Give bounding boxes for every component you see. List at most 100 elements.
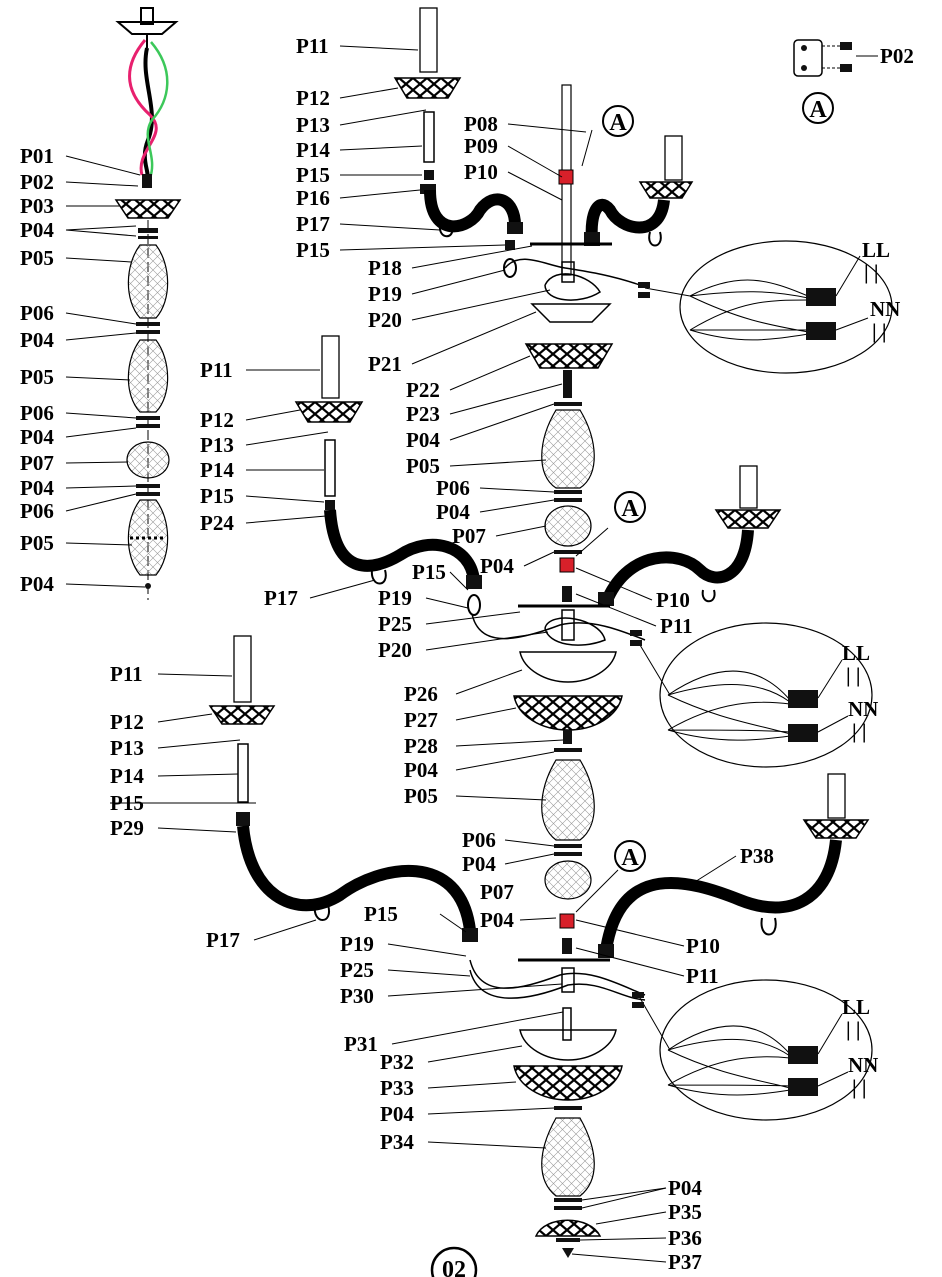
part-label: P14 [296,138,330,162]
part-label: P13 [200,433,234,457]
part-label: P16 [296,186,330,210]
page-number-label: 02 [442,1257,466,1277]
part-label: P01 [20,144,54,168]
bottom-tier-center [469,913,646,1258]
part-label: P11 [110,662,143,686]
part-label: P26 [404,682,438,706]
part-label: P34 [380,1130,414,1154]
part-label: P06 [20,301,54,325]
part-label: P06 [20,499,54,523]
part-label: P15 [364,902,398,926]
part-label: P04 [380,1102,414,1126]
middle-wire-detail [630,622,873,768]
part-label: P04 [404,758,438,782]
part-label: P04 [20,572,54,596]
part-label: P10 [686,934,720,958]
part-label: P23 [406,402,440,426]
top-tier-arms [393,7,694,250]
bottom-tier-arms [208,635,870,958]
part-label: P28 [404,734,438,758]
part-label: P19 [340,932,374,956]
neutral-wire-tag: NN [848,1053,878,1077]
part-label: P20 [368,308,402,332]
top-wire-detail [638,240,893,374]
part-label: P04 [406,428,440,452]
part-label: P04 [480,908,514,932]
part-label: P04 [20,476,54,500]
wire-tick: | | [846,663,861,687]
part-label: P32 [380,1050,414,1074]
cord-grip [142,174,152,188]
middle-tier-center [467,557,646,900]
part-label: P07 [20,451,54,475]
live-wire-tag: LL [842,641,870,665]
part-label: P02 [880,44,914,68]
part-label: P09 [464,134,498,158]
part-label: P03 [20,194,54,218]
neutral-wire-tag: NN [848,697,878,721]
part-label: P17 [206,928,240,952]
part-label: P05 [404,784,438,808]
part-label: P08 [464,112,498,136]
part-labels: P01 P02 P03 P04 P05 P06 P04 P05 P06 P04 … [20,34,914,1274]
part-label: P18 [368,256,402,280]
part-label: P17 [296,212,330,236]
part-label: P25 [340,958,374,982]
part-label: P06 [462,828,496,852]
part-label: P05 [20,365,54,389]
part-label: P04 [436,500,470,524]
part-label: P30 [340,984,374,1008]
page-number: 02 [430,1246,478,1277]
top-tier-center [503,84,641,554]
live-wire-tag: LL [862,238,890,262]
part-label: P24 [200,511,234,535]
part-label: P14 [200,458,234,482]
hanging-chain [142,47,154,179]
part-label: P04 [20,425,54,449]
part-label: P10 [464,160,498,184]
part-label: P25 [378,612,412,636]
part-label: P33 [380,1076,414,1100]
wire-tick: | | [852,1075,867,1099]
detail-marker-label: A [621,845,639,871]
part-label: P14 [110,764,144,788]
part-label: P06 [436,476,470,500]
part-label: P05 [20,246,54,270]
power-cord [128,39,169,179]
detail-marker-label: A [621,496,639,522]
part-label: P15 [110,791,144,815]
part-label: P21 [368,352,402,376]
leader-lines [65,45,878,1263]
part-label: P07 [452,524,486,548]
part-label: P19 [378,586,412,610]
part-label: P13 [296,113,330,137]
part-label: P37 [668,1250,702,1274]
neutral-wire-tag: NN [870,297,900,321]
wire-tick: | | [846,1017,861,1041]
part-label: P15 [412,560,446,584]
ceiling-canopy [115,7,179,48]
wire-tags: LL | | NN | | LL | | NN | | LL | | NN | … [842,238,900,1099]
part-label: P02 [20,170,54,194]
wire-tick: | | [852,719,867,743]
part-label: P04 [462,852,496,876]
part-label: P38 [740,844,774,868]
part-label: P17 [264,586,298,610]
part-label: P04 [20,218,54,242]
part-label: P11 [660,614,693,638]
part-label: P11 [200,358,233,382]
left-stem [126,220,170,600]
detail-marker-label: A [609,110,627,136]
bottom-wire-detail [632,979,873,1121]
live-wire-tag: LL [842,995,870,1019]
wire-tick: | | [872,319,887,343]
part-label: P04 [480,554,514,578]
middle-tier-arms [294,335,782,606]
part-label: P05 [406,454,440,478]
part-label: P27 [404,708,438,732]
part-label: P10 [656,588,690,612]
part-label: P20 [378,638,412,662]
part-label: P15 [296,163,330,187]
